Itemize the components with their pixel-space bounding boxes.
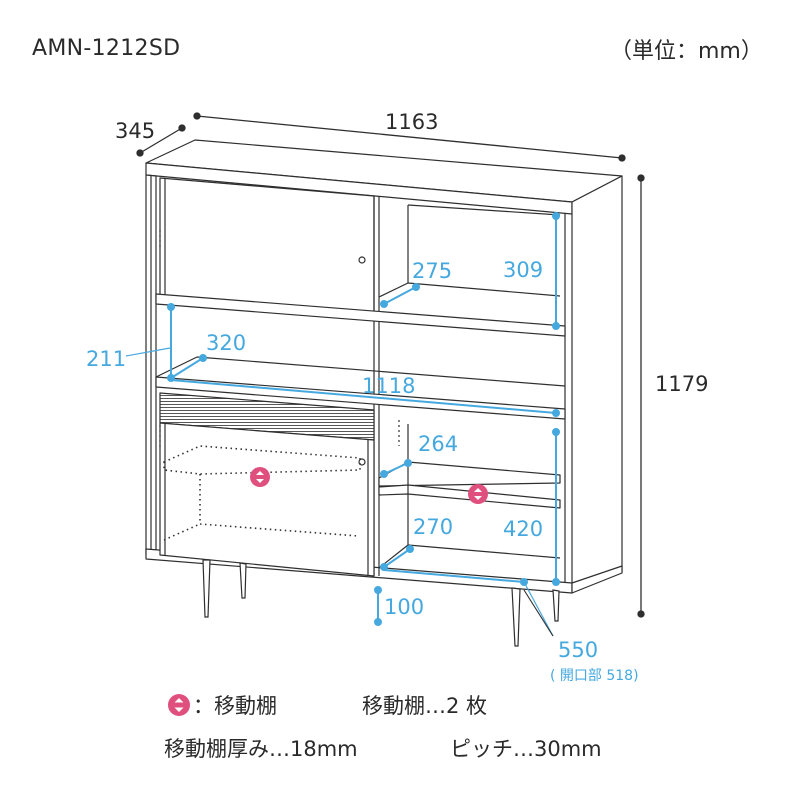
- movable-shelf-icon: [468, 484, 488, 504]
- inner-dimension-lines: [167, 212, 560, 626]
- model-name: AMN-1212SD: [32, 36, 181, 61]
- top-right-height-label: 309: [503, 258, 543, 282]
- hidden-movable-shelf: [163, 445, 361, 541]
- door-opening-label: ( 開口部 518): [550, 668, 639, 684]
- unit-label: （単位：mm）: [610, 39, 763, 64]
- door-width-label: 550: [558, 638, 598, 662]
- mid-right-depth-label: 264: [418, 432, 458, 456]
- legend-pitch: ピッチ…30mm: [450, 737, 602, 761]
- height-label: 1179: [655, 372, 708, 396]
- legend-movable-shelf-icon: [168, 694, 190, 716]
- leg-height-label: 100: [384, 595, 424, 619]
- depth-label: 345: [115, 119, 155, 143]
- legend-marker-text: ：移動棚: [193, 694, 277, 718]
- legend-shelf-count: 移動棚…2 枚: [362, 694, 487, 718]
- cabinet-body: [145, 139, 623, 594]
- upper-left-height-label: 211: [86, 347, 126, 371]
- lower-right-height-label: 420: [503, 517, 543, 541]
- top-right-depth-label: 275: [412, 259, 452, 283]
- movable-shelf-icon: [250, 467, 270, 487]
- legend-shelf-thickness: 移動棚厚み…18mm: [164, 737, 358, 761]
- leader-lines: [125, 347, 554, 637]
- leader-lines-black: [523, 589, 554, 637]
- outer-dimension-lines: [136, 112, 645, 618]
- lower-right-depth-label: 270: [413, 515, 453, 539]
- upper-shelf-depth-label: 320: [206, 331, 246, 355]
- legs: [202, 559, 560, 647]
- inner-width-label: 1118: [362, 374, 415, 398]
- width-label: 1163: [385, 110, 438, 134]
